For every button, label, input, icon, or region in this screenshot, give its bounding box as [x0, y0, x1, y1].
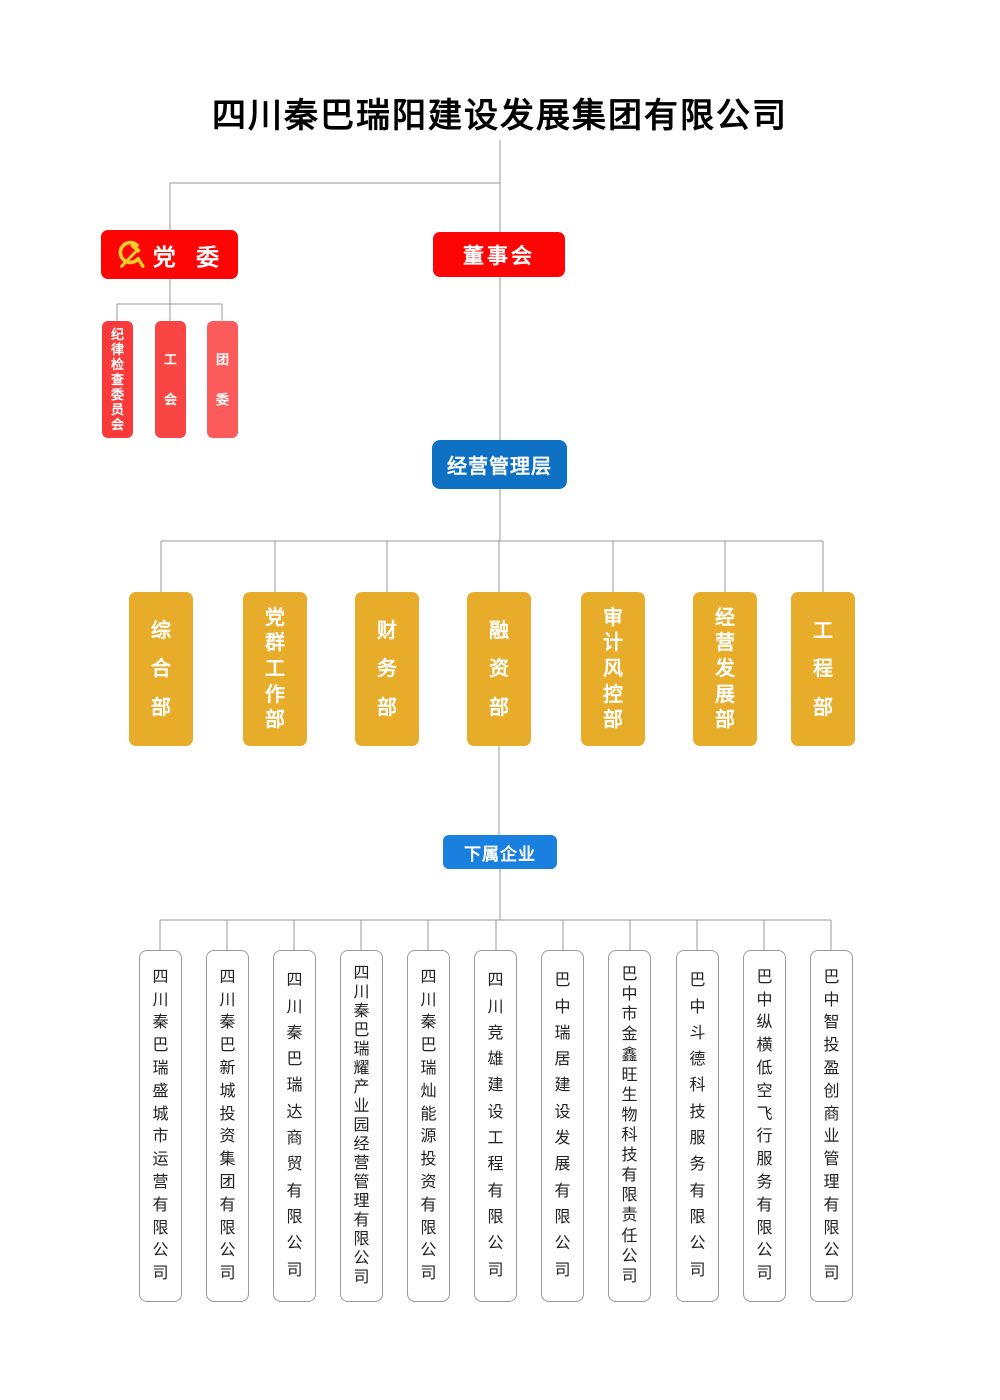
dept-business-development: 经营发展部 [693, 592, 757, 746]
party-sub-org-labor-union: 工会 [155, 321, 186, 438]
subsidiary-box: 巴中斗德科技服务有限公司 [676, 950, 719, 1302]
dept-finance: 财务部 [355, 592, 419, 746]
subsidiaries-header-box: 下属企业 [443, 835, 557, 869]
page-title: 四川秦巴瑞阳建设发展集团有限公司 [212, 98, 788, 135]
party-sub-org-youth-league: 团委 [207, 321, 238, 438]
dept-party-mass-work: 党群工作部 [243, 592, 307, 746]
party-committee-box: 党 委 [101, 230, 238, 279]
subsidiary-box: 四川秦巴瑞达商贸有限公司 [273, 950, 316, 1302]
dept-engineering: 工程部 [791, 592, 855, 746]
management-layer-label: 经营管理层 [447, 456, 552, 478]
hammer-sickle-icon [118, 240, 145, 268]
dept-audit-risk-control: 审计风控部 [581, 592, 645, 746]
party-sub-org-discipline-committee: 纪律检查委员会 [102, 321, 133, 438]
subsidiaries-header-label: 下属企业 [464, 844, 536, 864]
subsidiary-box: 四川秦巴瑞灿能源投资有限公司 [407, 950, 450, 1302]
subsidiary-box: 巴中市金鑫旺生物科技有限责任公司 [608, 950, 651, 1302]
board-box: 董事会 [433, 232, 565, 277]
subsidiary-box: 巴中智投盈创商业管理有限公司 [810, 950, 853, 1302]
dept-general-affairs: 综合部 [129, 592, 193, 746]
subsidiary-box: 四川秦巴新城投资集团有限公司 [206, 950, 249, 1302]
subsidiary-box: 四川竞雄建设工程有限公司 [474, 950, 517, 1302]
subsidiary-box: 巴中瑞居建设发展有限公司 [541, 950, 584, 1302]
board-label: 董事会 [463, 244, 535, 268]
subsidiary-box: 四川秦巴瑞耀产业园经营管理有限公司 [340, 950, 383, 1302]
subsidiary-box: 巴中纵横低空飞行服务有限公司 [743, 950, 786, 1302]
management-layer-box: 经营管理层 [432, 440, 567, 489]
dept-financing: 融资部 [467, 592, 531, 746]
subsidiary-box: 四川秦巴瑞盛城市运营有限公司 [139, 950, 182, 1302]
party-committee-label: 党 委 [152, 243, 227, 270]
